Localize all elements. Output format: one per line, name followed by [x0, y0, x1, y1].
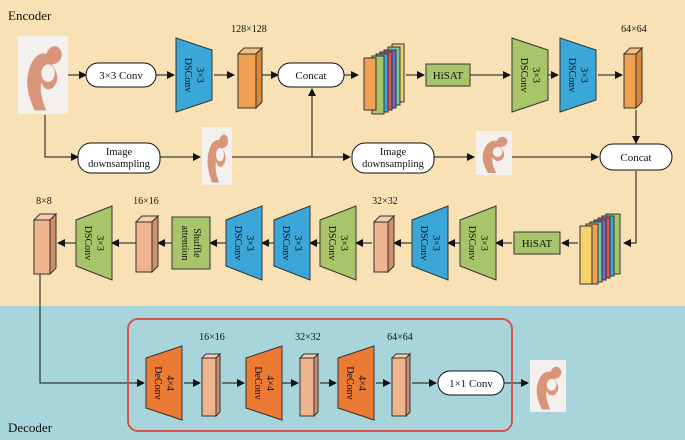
input-image	[18, 36, 69, 114]
size-label: 32×32	[295, 332, 321, 343]
hisat-label: HiSAT	[433, 70, 464, 82]
connectors	[39, 71, 640, 387]
dsconv-block	[411, 205, 449, 281]
size-label: 32×32	[372, 196, 398, 207]
size-label: 16×16	[133, 196, 159, 207]
shuffle-attention-label: Shuffleattention	[179, 226, 202, 261]
feature-stack	[363, 43, 405, 115]
feature-stack	[579, 213, 621, 285]
feature-map-16-decoder	[200, 352, 222, 418]
decoder-frame	[127, 318, 513, 432]
downsampling-node	[351, 142, 435, 174]
concat-label: Concat	[620, 152, 651, 164]
hisat-block	[513, 231, 561, 255]
downsampling-node	[77, 142, 161, 174]
dsconv-block	[319, 205, 357, 281]
dsconv-block	[175, 37, 213, 113]
deconv-block	[245, 345, 283, 421]
output-image	[530, 360, 566, 412]
concat-node	[599, 143, 673, 171]
feature-map-64	[622, 46, 644, 110]
feature-map-16	[134, 214, 160, 274]
feature-map-32-decoder	[298, 352, 320, 418]
hisat-label: HiSAT	[522, 238, 553, 250]
conv1x1-label: 1×1 Conv	[449, 378, 493, 390]
concat-label: Concat	[295, 70, 326, 82]
size-label: 128×128	[231, 24, 267, 35]
dsconv-block	[75, 205, 113, 281]
feature-map-8	[32, 212, 58, 276]
size-label: 64×64	[621, 24, 647, 35]
size-label: 8×8	[36, 196, 52, 207]
deconv-label: 4×4DeConv	[152, 366, 175, 399]
size-label: 64×64	[387, 332, 413, 343]
shuffle-attention-block	[171, 216, 211, 270]
dsconv-block	[559, 37, 597, 113]
dsconv-label: 3×3DSConv	[232, 226, 255, 260]
size-label: 16×16	[199, 332, 225, 343]
dsconv-block	[225, 205, 263, 281]
deconv-label: 4×4DeConv	[252, 366, 275, 399]
deconv-block	[145, 345, 183, 421]
encoder-title: Encoder	[8, 8, 52, 23]
dsconv-label: 3×3DSConv	[566, 58, 589, 92]
dsconv-label: 3×3DSConv	[280, 226, 303, 260]
dsconv-block	[459, 205, 497, 281]
downsampled-image	[202, 127, 232, 186]
feature-map-128	[236, 46, 264, 110]
feature-map-32	[372, 214, 396, 274]
feature-map-64-decoder	[390, 352, 412, 418]
dsconv-label: 3×3DSConv	[326, 226, 349, 260]
concat-node	[277, 62, 345, 88]
conv1x1-node	[437, 370, 505, 396]
conv3x3-label: 3×3 Conv	[99, 70, 143, 82]
conv3x3-node	[85, 62, 157, 88]
dsconv-label: 3×3DSConv	[418, 226, 441, 260]
deconv-block	[337, 345, 375, 421]
deconv-label: 4×4DeConv	[344, 366, 367, 399]
dsconv-block	[273, 205, 311, 281]
dsconv-label: 3×3DSConv	[182, 58, 205, 92]
dsconv-block	[511, 37, 549, 113]
dsconv-label: 3×3DSConv	[518, 58, 541, 92]
downsampled-image	[476, 131, 512, 175]
dsconv-label: 3×3DSConv	[82, 226, 105, 260]
decoder-title: Decoder	[8, 420, 53, 435]
hisat-block	[425, 63, 471, 87]
dsconv-label: 3×3DSConv	[466, 226, 489, 260]
